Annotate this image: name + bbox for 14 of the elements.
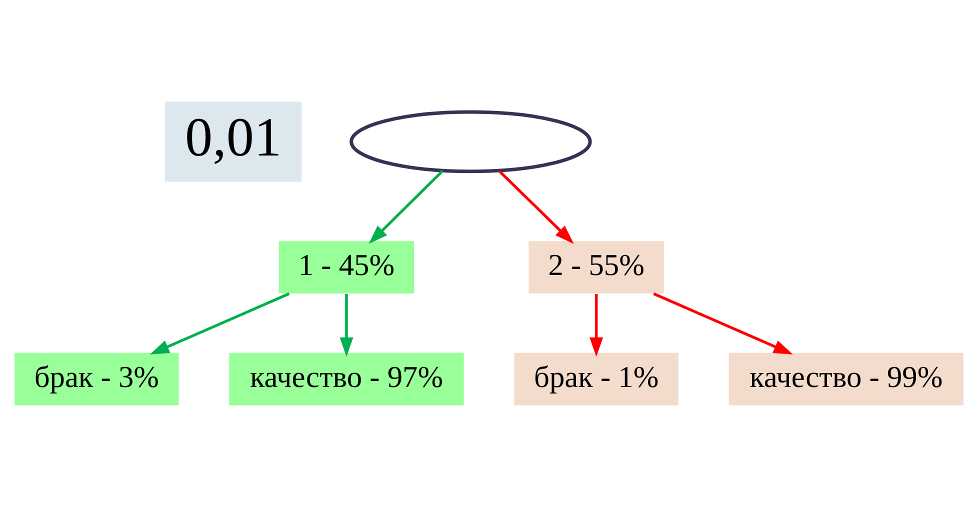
arrow — [149, 292, 290, 354]
arrow — [589, 294, 603, 357]
node-box: брак - 1% — [514, 352, 678, 406]
node-ellipse — [349, 110, 592, 174]
node-box: 1 - 45% — [278, 241, 414, 294]
node-box: качество - 97% — [228, 352, 464, 406]
arrow — [498, 170, 574, 244]
node-box: 0,01 — [164, 102, 302, 182]
arrow — [368, 170, 443, 244]
node-box: брак - 3% — [14, 352, 178, 406]
arrow — [339, 294, 353, 357]
node-box: 2 - 55% — [528, 241, 664, 294]
node-box: качество - 99% — [728, 352, 963, 406]
arrow — [652, 292, 792, 354]
